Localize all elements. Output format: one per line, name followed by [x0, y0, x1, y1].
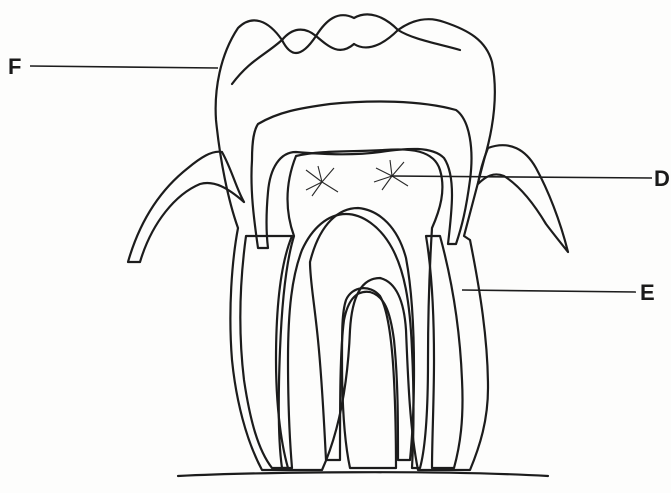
- base-line: [178, 472, 548, 476]
- dentin-root-right: [426, 236, 463, 468]
- dentin-crown: [251, 102, 471, 248]
- nerve-left: [306, 166, 338, 196]
- pulp-cavity: [279, 149, 443, 468]
- pointer-line-f: [30, 66, 218, 68]
- label-f: F: [8, 54, 21, 79]
- bone-right: [478, 145, 568, 252]
- dentin-root-left: [240, 236, 292, 468]
- bone-left: [128, 152, 244, 262]
- label-e: E: [640, 280, 655, 305]
- pointer-line-d: [392, 176, 652, 178]
- nerve-right: [374, 160, 408, 190]
- dentin-arch: [310, 208, 414, 460]
- pointer-line-e: [462, 290, 636, 292]
- root-gap: [342, 288, 396, 468]
- label-d: D: [654, 166, 670, 191]
